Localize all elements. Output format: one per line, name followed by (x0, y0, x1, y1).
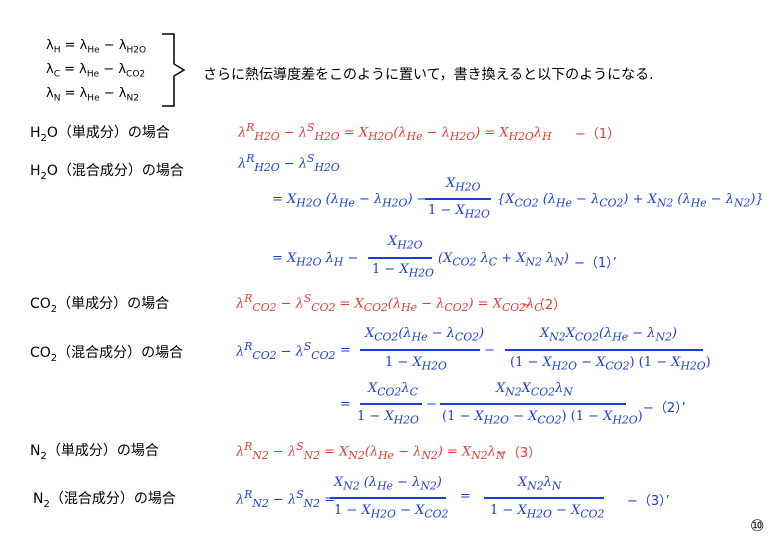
eq-label-2p: −（2）’ (643, 401, 686, 416)
frac-bar-5 (360, 403, 422, 405)
eq-minus-1: − (484, 343, 495, 358)
eq-sign-2: = (340, 397, 351, 412)
page-number: ⑩ (750, 516, 765, 535)
frac-bar-2 (368, 257, 432, 259)
frac-den-5: 1 − XH2O (357, 409, 419, 427)
frac-num-8: XN2λN (518, 475, 562, 493)
frac-num-xh2o-2: XH2O (388, 234, 423, 252)
eq-h2o-mixed-lhs: λRH2O − λSH2O (238, 152, 340, 174)
frac-bar-1 (425, 198, 491, 200)
eq-label-3p: −（3）’ (627, 494, 670, 509)
label-n2-single: N2（単成分）の場合 (30, 443, 159, 462)
eq-label-2: −（2） (521, 298, 567, 313)
frac-den-7: 1 − XH2O − XCO2 (334, 503, 449, 521)
eq-h2o-mixed-line1-b: {XCO2 (λHe − λCO2) + XN2 (λHe − λN2)} (497, 192, 764, 210)
frac-den-1: 1 − XH2O (428, 203, 490, 221)
frac-bar-3 (360, 349, 480, 351)
label-n2-mixed: N2（混合成分）の場合 (33, 491, 176, 510)
eq-co2-single: λRCO2 − λSCO2 = XCO2(λHe − λCO2) = XCO2λ… (236, 292, 543, 314)
frac-den-6: (1 − XH2O − XCO2) (1 − XH2O) (442, 409, 643, 427)
frac-den-8: 1 − XH2O − XCO2 (490, 503, 605, 521)
def-lambda-c: λC = λHe − λCO2 (46, 62, 146, 80)
frac-num-3: XCO2(λHe − λCO2) (365, 326, 485, 344)
def-lambda-n: λN = λHe − λN2 (46, 86, 139, 104)
frac-bar-8 (484, 497, 604, 499)
eq-n2-single: λRN2 − λSN2 = XN2(λHe − λN2) = XN2λN (236, 440, 506, 462)
eq-minus-2: − (426, 397, 437, 412)
eq-h2o-mixed-line2-b: (XCO2 λC + XN2 λN) (438, 251, 569, 269)
eq-h2o-mixed-line1-a: = XH2O (λHe − λH2O) − (272, 192, 428, 210)
def-lambda-h: λH = λHe − λH2O (46, 38, 147, 56)
eq-n2-mixed-lhs: λRN2 − λSN2 = (236, 488, 336, 510)
eq-label-3: −（3） (496, 446, 542, 461)
intro-text: さらに熱伝導度差をこのように置いて，書き換えると以下のようになる. (203, 67, 654, 83)
eq-co2-mixed-lhs: λRCO2 − λSCO2 (236, 340, 336, 362)
eq-h2o-mixed-line2-a: = XH2O λH − (272, 251, 359, 269)
frac-bar-7 (330, 497, 446, 499)
frac-num-4: XN2XCO2(λHe − λN2) (540, 326, 677, 344)
label-co2-single: CO2（単成分）の場合 (30, 296, 170, 315)
label-h2o-single: H2O（単成分）の場合 (30, 125, 170, 144)
frac-den-3: 1 − XH2O (385, 355, 447, 373)
label-h2o-mixed: H2O（混合成分）の場合 (30, 163, 184, 182)
eq-h2o-single: λRH2O − λSH2O = XH2O(λHe − λH2O) = XH2Oλ… (238, 121, 552, 143)
eq-sign-1: = (340, 343, 351, 358)
frac-num-7: XN2 (λHe − λN2) (334, 475, 442, 493)
frac-bar-6 (440, 403, 626, 405)
eq-sign-3: = (460, 489, 471, 504)
frac-num-5: XCO2λC (368, 381, 418, 399)
frac-num-xh2o-1: XH2O (446, 176, 481, 194)
eq-label-1: −（1） (575, 127, 621, 142)
frac-bar-4 (505, 349, 703, 351)
frac-den-2: 1 − XH2O (372, 262, 434, 280)
frac-den-4: (1 − XH2O − XCO2) (1 − XH2O) (510, 355, 711, 373)
label-co2-mixed: CO2（混合成分）の場合 (30, 345, 184, 364)
frac-num-6: XN2XCO2λN (496, 381, 573, 399)
eq-label-1p: −（1）’ (574, 256, 617, 271)
right-bracket (162, 33, 186, 107)
